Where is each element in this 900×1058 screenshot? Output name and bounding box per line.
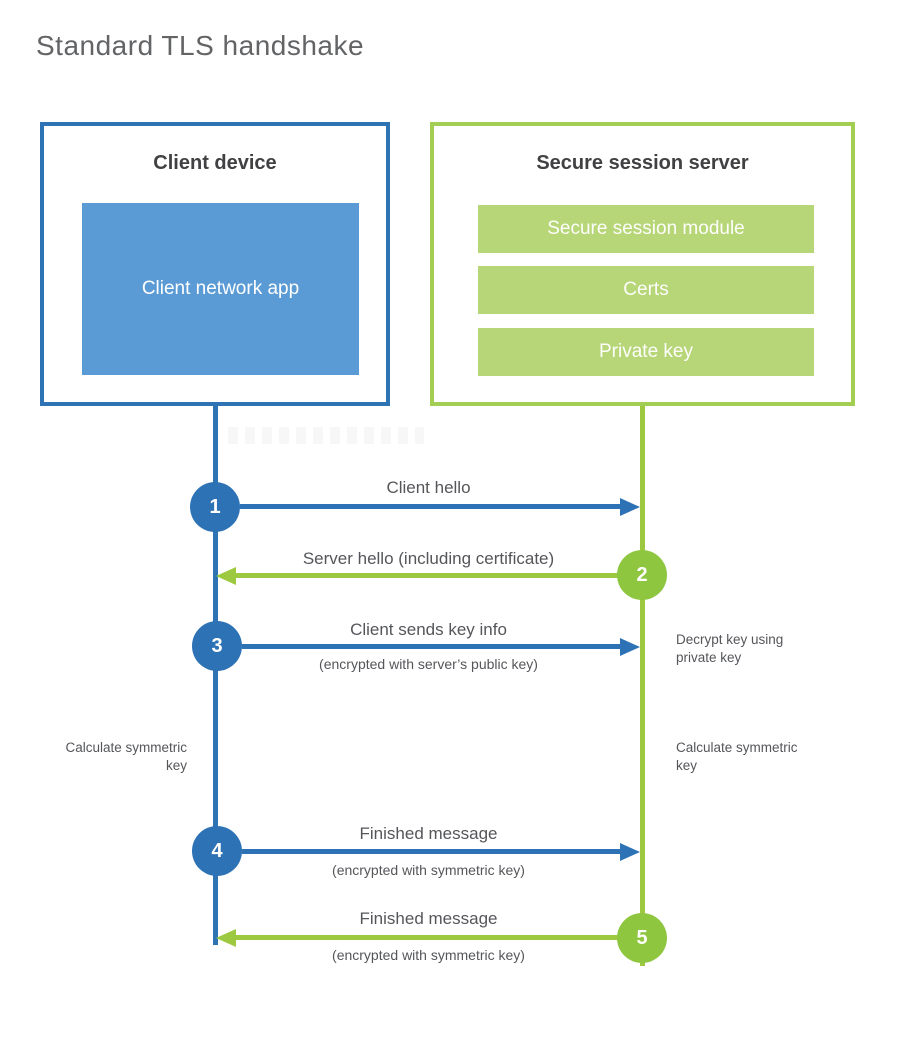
step-circle-4: 4 xyxy=(192,826,242,876)
arrow-4-line xyxy=(242,849,624,854)
arrow-3-head-right-icon xyxy=(620,638,640,656)
arrow-2-head-left-icon xyxy=(216,567,236,585)
msg-client-hello: Client hello xyxy=(386,478,471,497)
server-module-secure-session: Secure session module xyxy=(478,205,814,253)
note-calculate-right: Calculate symmetric key xyxy=(676,740,798,773)
client-device-title: Client device xyxy=(153,152,277,174)
page-title: Standard TLS handshake xyxy=(36,30,365,61)
msg-client-key-info-sub: (encrypted with server’s public key) xyxy=(319,656,538,672)
msg-finished-4: Finished message xyxy=(359,824,498,843)
client-lifeline xyxy=(213,406,218,945)
msg-finished-5-sub: (encrypted with symmetric key) xyxy=(332,947,525,963)
msg-finished-4-sub: (encrypted with symmetric key) xyxy=(332,862,525,878)
step-circle-1: 1 xyxy=(190,482,240,532)
step-circle-2: 2 xyxy=(617,550,667,600)
arrow-3-line xyxy=(242,644,624,649)
server-module-certs: Certs xyxy=(478,266,814,314)
arrow-1-line xyxy=(240,504,624,509)
arrow-4-head-right-icon xyxy=(620,843,640,861)
client-network-app-box: Client network app xyxy=(82,203,359,375)
arrow-5-line xyxy=(236,935,620,940)
arrow-1-head-right-icon xyxy=(620,498,640,516)
server-module-private-key: Private key xyxy=(478,328,814,376)
msg-server-hello: Server hello (including certificate) xyxy=(302,549,555,568)
msg-finished-5: Finished message xyxy=(359,909,498,928)
msg-client-key-info: Client sends key info xyxy=(350,620,507,639)
note-decrypt-key: Decrypt key using private key xyxy=(676,632,784,665)
step-circle-3: 3 xyxy=(192,621,242,671)
client-device-box: Client device Client network app xyxy=(40,122,390,406)
secure-session-server-box: Secure session server Secure session mod… xyxy=(430,122,855,406)
arrow-5-head-left-icon xyxy=(216,929,236,947)
step-circle-5: 5 xyxy=(617,913,667,963)
arrow-2-line xyxy=(236,573,620,578)
faint-dash-artifact xyxy=(228,427,424,444)
server-lifeline xyxy=(640,406,645,966)
server-title: Secure session server xyxy=(536,152,749,174)
note-calculate-left: Calculate symmetric key xyxy=(65,740,187,773)
